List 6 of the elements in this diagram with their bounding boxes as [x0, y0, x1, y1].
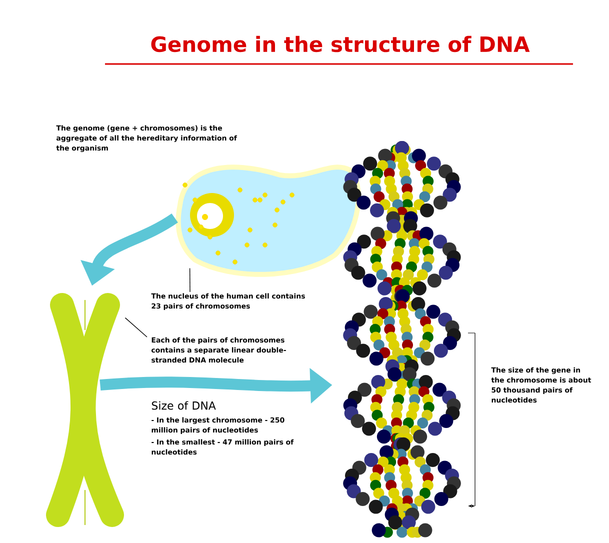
title: Genome in the structure of DNA [151, 36, 530, 52]
dna-helix-drawing [343, 141, 461, 538]
chromosome-drawing [46, 293, 124, 527]
leader-line [124, 317, 148, 338]
heading-text: Size of DNA [152, 401, 216, 410]
leader-line [189, 268, 190, 292]
